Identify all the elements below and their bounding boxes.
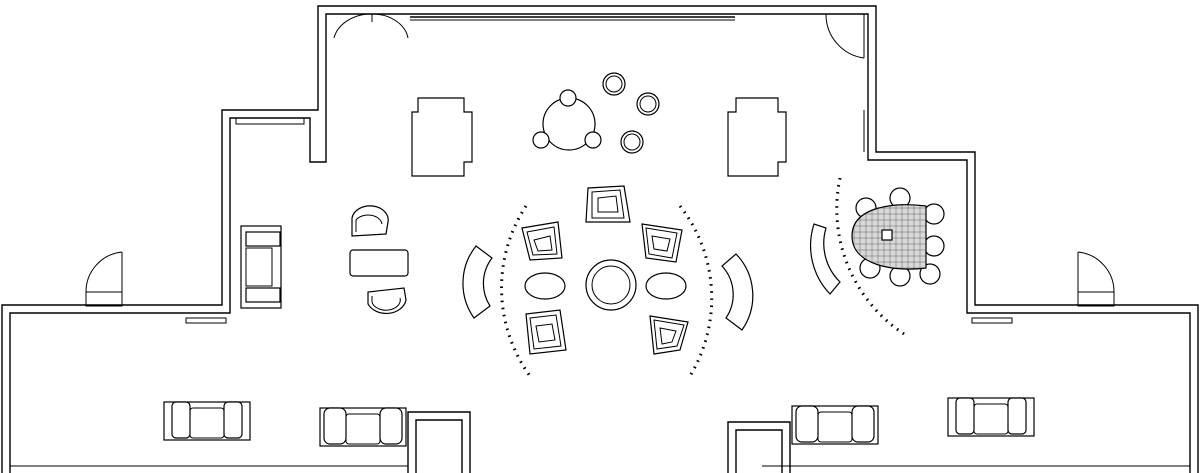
- lounge-chair-left-top[interactable]: [351, 205, 389, 237]
- curved-bench-right[interactable]: [721, 253, 754, 331]
- chair: [919, 263, 941, 285]
- dotted-arc-left: [500, 205, 532, 377]
- partition-bottom-left: [407, 411, 471, 473]
- outer-wall: [1, 5, 1199, 473]
- oval-conference-table[interactable]: [848, 200, 930, 275]
- door-swing-left[interactable]: [85, 251, 123, 293]
- curved-bench-left[interactable]: [462, 245, 493, 319]
- lounge-chair-center-ll[interactable]: [525, 309, 567, 355]
- partition-bottom-left-inner: [415, 419, 463, 473]
- armchair-bottom-4[interactable]: [947, 397, 1035, 437]
- partition-bottom-right: [727, 421, 791, 473]
- coffee-table-left[interactable]: [349, 249, 409, 277]
- door-swing-top[interactable]: [333, 13, 409, 39]
- lounge-chair-center-ur[interactable]: [641, 223, 683, 263]
- chair: [923, 203, 945, 225]
- side-table-right[interactable]: [645, 272, 687, 300]
- armchair-bottom-2[interactable]: [319, 407, 407, 447]
- door-swing-top-right[interactable]: [825, 13, 865, 59]
- stools-group[interactable]: [602, 72, 660, 154]
- lounge-chair-left-bottom[interactable]: [367, 287, 407, 315]
- wall-stub-left: [85, 291, 123, 307]
- lounge-chair-center-ul[interactable]: [521, 221, 563, 261]
- door-swing-right[interactable]: [1077, 251, 1115, 293]
- curved-bench-conference[interactable]: [809, 223, 841, 295]
- ledge-left: [185, 317, 227, 324]
- inner-wall: [9, 13, 1191, 473]
- dotted-arc-right: [678, 205, 714, 377]
- chair: [923, 235, 945, 257]
- armchair-top-right[interactable]: [727, 97, 787, 177]
- lounge-chair-center-top[interactable]: [585, 185, 631, 223]
- ledge-right: [971, 317, 1013, 324]
- armchair-bottom-3[interactable]: [791, 405, 879, 445]
- stool: [532, 131, 550, 149]
- stool: [584, 131, 602, 149]
- round-table-small[interactable]: [532, 89, 602, 151]
- lounge-chair-center-lr[interactable]: [649, 315, 689, 355]
- round-table-center[interactable]: [585, 259, 637, 311]
- sofa-left[interactable]: [240, 225, 282, 309]
- side-table-left[interactable]: [524, 272, 566, 300]
- stool: [559, 89, 577, 107]
- armchair-top-left[interactable]: [411, 97, 473, 177]
- partition-bottom-right-inner: [735, 429, 783, 473]
- niche-left: [235, 117, 305, 125]
- wall-outline: [1, 5, 1199, 473]
- armchair-bottom-1[interactable]: [163, 401, 251, 441]
- wall-stub-right: [1077, 291, 1115, 307]
